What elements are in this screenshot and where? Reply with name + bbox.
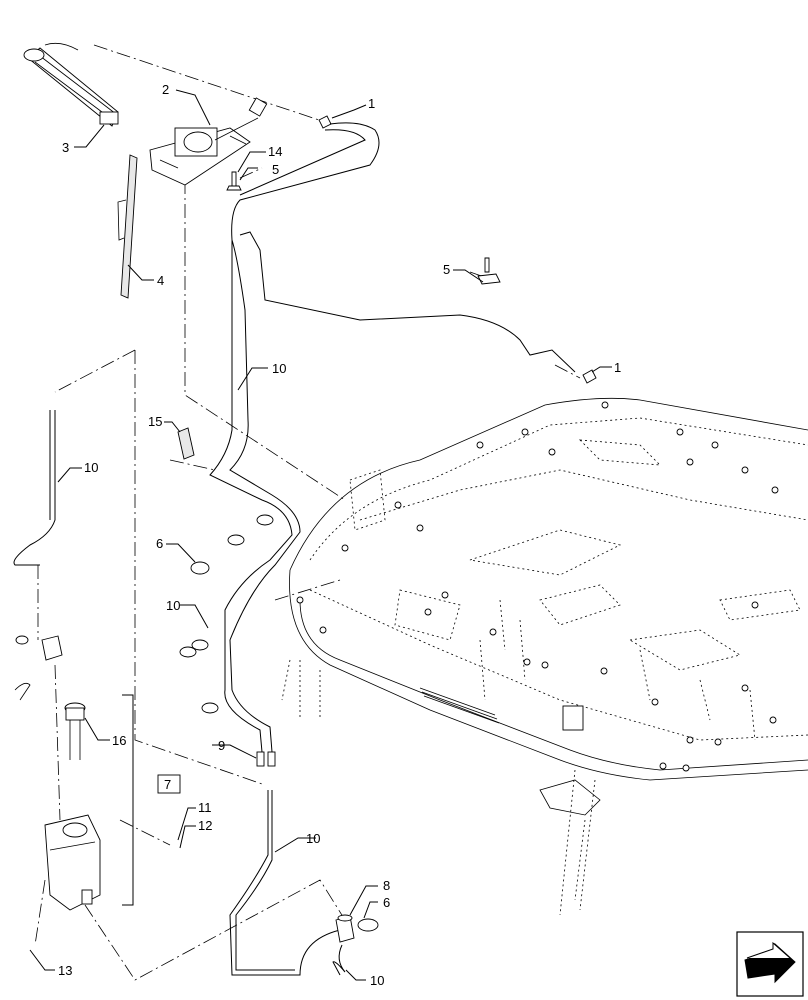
washer-hoses [13, 122, 576, 976]
callout-labels: 1 2 3 4 14 5 5 1 10 10 15 6 10 9 16 7 11… [58, 82, 621, 988]
grommets [15, 427, 379, 932]
cab-roof [281, 397, 808, 916]
wiper-motor [149, 97, 268, 186]
callout-15: 15 [148, 414, 162, 429]
callout-4: 4 [157, 273, 164, 288]
callout-2: 2 [162, 82, 169, 97]
callout-6a: 6 [156, 536, 163, 551]
callout-16: 16 [112, 733, 126, 748]
callout-5a: 5 [272, 162, 279, 177]
callout-9: 9 [218, 738, 225, 753]
callout-10b: 10 [84, 460, 98, 475]
callout-12: 12 [198, 818, 212, 833]
kit-box [157, 774, 181, 794]
callout-10e: 10 [370, 973, 384, 988]
callout-7: 7 [164, 777, 171, 792]
reservoir-cap [64, 702, 86, 760]
callout-8: 8 [383, 878, 390, 893]
washer-reservoir [44, 814, 101, 911]
washer-nozzle [318, 115, 597, 384]
callout-1a: 1 [368, 96, 375, 111]
filler-neck [14, 635, 63, 701]
callout-1b: 1 [614, 360, 621, 375]
callout-5b: 5 [443, 262, 450, 277]
wiper-blade [117, 154, 138, 299]
kit-bracket [122, 694, 134, 906]
leader-lines [29, 89, 612, 981]
callout-10c: 10 [166, 598, 180, 613]
callout-11: 11 [198, 800, 212, 815]
callout-10d: 10 [306, 831, 320, 846]
hose-connector [256, 751, 276, 767]
fasteners [226, 171, 501, 285]
assembly-lines [34, 44, 581, 981]
callout-13: 13 [58, 963, 72, 978]
callout-14: 14 [268, 144, 282, 159]
wiper-arm [23, 42, 119, 127]
next-page-arrow-icon[interactable] [736, 931, 804, 997]
callout-6b: 6 [383, 895, 390, 910]
callout-3: 3 [62, 140, 69, 155]
callout-10a: 10 [272, 361, 286, 376]
washer-pump [335, 914, 355, 943]
